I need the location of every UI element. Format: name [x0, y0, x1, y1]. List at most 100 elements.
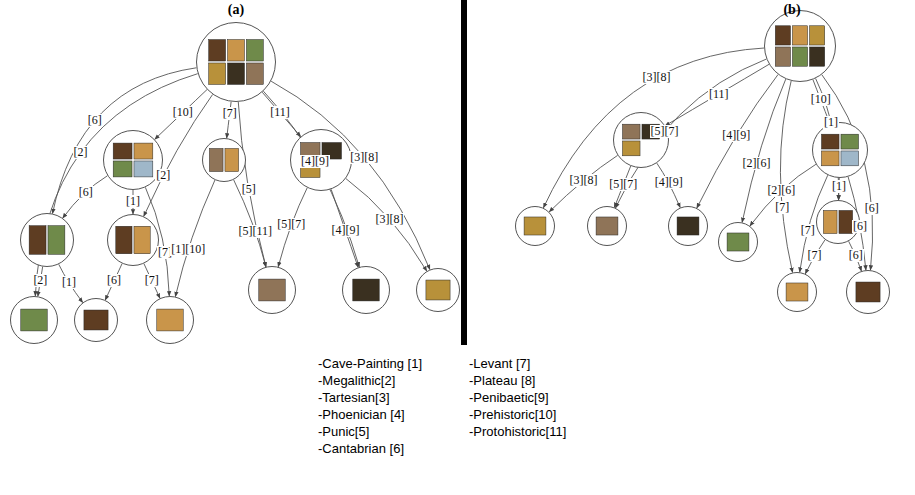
cluster-circle	[613, 112, 669, 168]
legend-line: -Cave-Painting [1]	[318, 356, 422, 371]
cluster-circle	[248, 266, 296, 314]
edge-label: [3][8]	[569, 174, 599, 187]
edge-label: [6]	[864, 202, 880, 215]
cluster-circle	[515, 206, 555, 246]
thumbnail-set	[765, 11, 835, 81]
thumbnail-set	[21, 214, 73, 266]
edge-label: [2]	[32, 274, 48, 287]
panel-divider	[461, 0, 467, 345]
edge-arrow	[263, 91, 359, 267]
edge-arrow	[52, 68, 196, 214]
edge-label: [2]	[155, 169, 171, 182]
cluster-circle	[587, 206, 627, 246]
cluster-circle	[764, 10, 836, 82]
edge-label: [3][8]	[374, 213, 404, 226]
cluster-circle	[103, 130, 163, 190]
edge-label: [1]	[125, 195, 141, 208]
cluster-circle	[202, 138, 246, 182]
edge-label: [3][8]	[349, 151, 379, 164]
edge-arrow	[175, 180, 215, 297]
edge-label: [11]	[708, 88, 730, 101]
edge-label: [1][10]	[170, 243, 206, 256]
edge-label: [2][6]	[741, 157, 771, 170]
edge-label: [1]	[61, 276, 77, 289]
cluster-circle	[196, 22, 276, 102]
legend-line: -Protohistoric[11]	[469, 424, 566, 439]
edge-label: [6]	[852, 220, 868, 233]
thumbnail-set	[108, 215, 158, 265]
thumbnail-set	[778, 273, 816, 311]
thumbnail-set	[203, 139, 245, 181]
edge-label: [11]	[269, 106, 291, 119]
edge-label: [5]	[241, 183, 257, 196]
thumbnail-set	[197, 23, 275, 101]
legend-line: -Phoenician [4]	[318, 407, 405, 422]
edge-label: [6]	[106, 274, 122, 287]
edge-label: [4][9]	[300, 155, 330, 168]
thumbnail-set	[75, 299, 117, 341]
thumbnail-set	[11, 297, 57, 343]
edge-arrow	[234, 180, 266, 267]
edge-arrow	[63, 176, 108, 218]
cluster-circle	[107, 214, 159, 266]
thumbnail-set	[813, 123, 867, 177]
cluster-circle	[416, 268, 460, 312]
edge-label: [4][9]	[654, 176, 684, 189]
edge-label: [2]	[73, 146, 89, 159]
edge-arrow	[780, 81, 792, 273]
legend-line: -Punic[5]	[318, 424, 369, 439]
panel-label: (b)	[783, 2, 800, 18]
edge-arrow	[805, 240, 825, 274]
thumbnail-set	[104, 131, 162, 189]
edge-label: [3][8]	[641, 71, 671, 84]
cluster-circle	[342, 266, 390, 314]
edge-arrow	[238, 102, 266, 267]
panel-label: (a)	[228, 2, 244, 18]
thumbnail-set	[249, 267, 295, 313]
legend-line: -Plateau [8]	[469, 373, 536, 388]
edge-label: [5][7]	[608, 178, 638, 191]
edge-label: [6]	[78, 186, 94, 199]
thumbnail-set	[588, 207, 626, 245]
edge-arrow	[144, 264, 160, 299]
edge-label: [7]	[774, 201, 790, 214]
thumbnail-set	[147, 297, 193, 343]
cluster-circle	[812, 122, 868, 178]
edge-label: [4][9]	[721, 129, 751, 142]
cluster-circle	[846, 270, 890, 314]
edge-label: [2][6]	[766, 184, 796, 197]
edge-label: [5][11]	[238, 225, 274, 238]
thumbnail-set	[343, 267, 389, 313]
cluster-circle	[10, 296, 58, 344]
thumbnail-set	[516, 207, 554, 245]
edge-arrow	[271, 81, 430, 269]
cluster-circle	[20, 213, 74, 267]
edge-label: [4][9]	[330, 224, 360, 237]
edge-label: [7]	[807, 249, 823, 262]
edge-label: [6]	[848, 249, 864, 262]
edge-label: [5][7]	[650, 125, 680, 138]
thumbnail-set	[614, 113, 668, 167]
legend-line: -Tartesian[3]	[318, 390, 390, 405]
cluster-circle	[777, 272, 817, 312]
edge-label: [10]	[172, 106, 194, 119]
edge-arrow	[665, 64, 769, 125]
cluster-circle	[146, 296, 194, 344]
edge-label: [7]	[144, 274, 160, 287]
edge-label: [1]	[823, 116, 839, 129]
edge-arrow	[59, 264, 83, 302]
cluster-circle	[718, 222, 758, 262]
edge-arrow	[105, 264, 122, 300]
cluster-circle	[74, 298, 118, 342]
edge-arrow	[543, 48, 764, 208]
legend-line: -Prehistoric[10]	[469, 407, 556, 422]
legend-line: -Levant [7]	[469, 356, 530, 371]
thumbnail-set	[847, 271, 889, 313]
legend-line: -Megalithic[2]	[318, 373, 395, 388]
thumbnail-set	[669, 207, 707, 245]
thumbnail-set	[417, 269, 459, 311]
legend-line: -Cantabrian [6]	[318, 441, 404, 456]
legend-line: -Penibaetic[9]	[469, 390, 549, 405]
edge-label: [6]	[87, 114, 103, 127]
edge-arrow	[750, 164, 816, 226]
